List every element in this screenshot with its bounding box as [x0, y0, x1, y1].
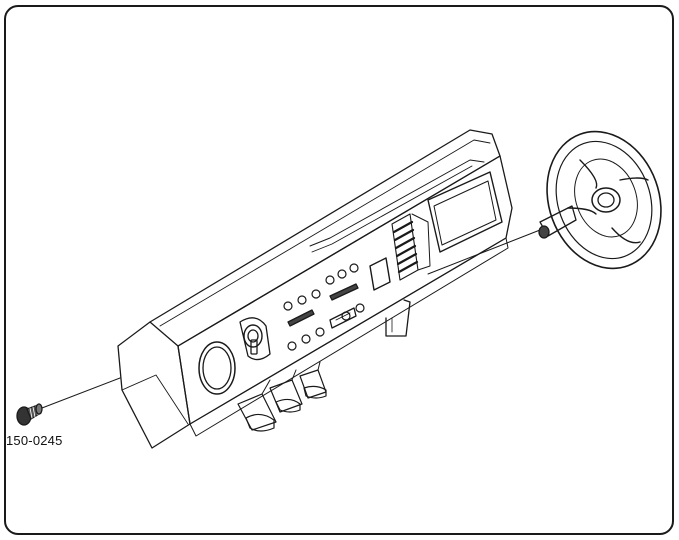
- part-number-label: 150-0245: [6, 433, 63, 448]
- figure-border: [4, 5, 674, 535]
- screw-part: [16, 403, 43, 426]
- leader-lines: [41, 229, 541, 409]
- round-gauge: [198, 341, 236, 395]
- vent-louvers: [391, 213, 431, 281]
- key-switch: [239, 317, 271, 361]
- square-switch: [369, 257, 391, 291]
- dashboard-body: [117, 129, 513, 449]
- display-screen: [427, 171, 503, 253]
- steering-wheel: [538, 130, 662, 270]
- control-knobs: [283, 263, 365, 351]
- slot-openings: [287, 283, 359, 329]
- foot-pedals: [237, 361, 327, 432]
